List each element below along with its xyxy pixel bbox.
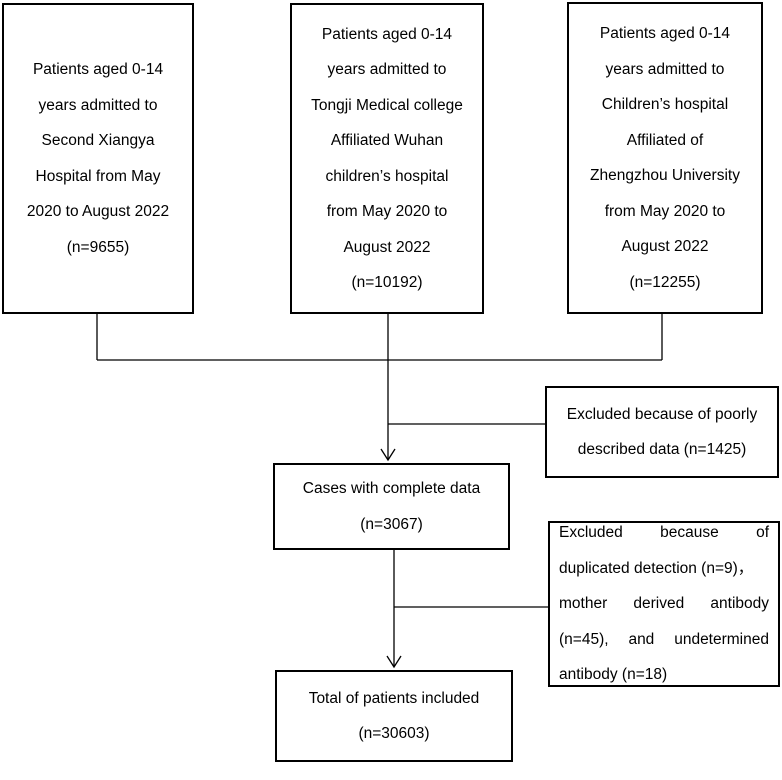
source-box-tongji: Patients aged 0-14 years admitted to Ton… [290,3,484,314]
exclusion-box-antibody: Excluded because of duplicated detection… [548,521,780,687]
exclusion-box-poor-data: Excluded because of poorly described dat… [545,386,779,478]
source-1-line-5: 2020 to August 2022 [26,203,170,220]
total-line-1: Total of patients included [308,689,480,707]
source-2-line-7: August 2022 [343,238,431,256]
source-3-line-8: (n=12255) [629,273,701,291]
exclusion-2-line-4: (n=45), and undetermined [559,630,769,648]
source-box-zhengzhou: Patients aged 0-14 years admitted to Chi… [567,2,763,314]
source-3-line-4: Affiliated of [626,131,704,149]
source-2-line-8: (n=10192) [351,274,423,291]
source-3-line-3: Children’s hospital [601,96,729,113]
source-1-line-1: Patients aged 0-14 [32,61,164,78]
complete-line-1: Cases with complete data [302,480,481,497]
exclusion-1-line-1: Excluded because of poorly [566,405,758,423]
arrowhead-total [386,655,402,669]
source-2-line-3: Tongji Medical college [311,96,463,114]
source-3-line-7: August 2022 [621,238,709,255]
complete-line-2: (n=3067) [360,515,423,533]
source-2-line-2: years admitted to [327,61,447,78]
exclusion-2-line-5: antibody (n=18) [559,666,668,684]
arrowhead-complete [380,448,396,462]
source-2-line-5: children’s hospital [325,167,449,185]
exclusion-2-line-1: Excluded because of [559,524,769,542]
source-1-line-2: years admitted to [38,96,158,114]
source-2-line-1: Patients aged 0-14 [321,25,453,43]
source-1-line-6: (n=9655) [66,238,130,256]
source-1-line-4: Hospital from May [35,167,161,185]
source-1-line-3: Second Xiangya [41,132,155,149]
source-box-xiangya: Patients aged 0-14 years admitted to Sec… [2,3,194,314]
source-3-line-1: Patients aged 0-14 [599,25,731,42]
source-3-line-2: years admitted to [605,60,725,78]
exclusion-2-line-3: mother derived antibody [559,595,769,613]
source-3-line-5: Zhengzhou University [590,167,740,184]
source-2-line-6: from May 2020 to [326,203,448,220]
source-2-line-4: Affiliated Wuhan [330,132,444,149]
complete-data-box: Cases with complete data (n=3067) [273,463,510,550]
total-patients-box: Total of patients included (n=30603) [275,670,513,762]
total-line-2: (n=30603) [358,725,430,742]
exclusion-1-line-2: described data (n=1425) [577,441,747,458]
source-3-line-6: from May 2020 to [604,202,726,220]
exclusion-2-line-2: duplicated detection (n=9)， [559,559,754,577]
